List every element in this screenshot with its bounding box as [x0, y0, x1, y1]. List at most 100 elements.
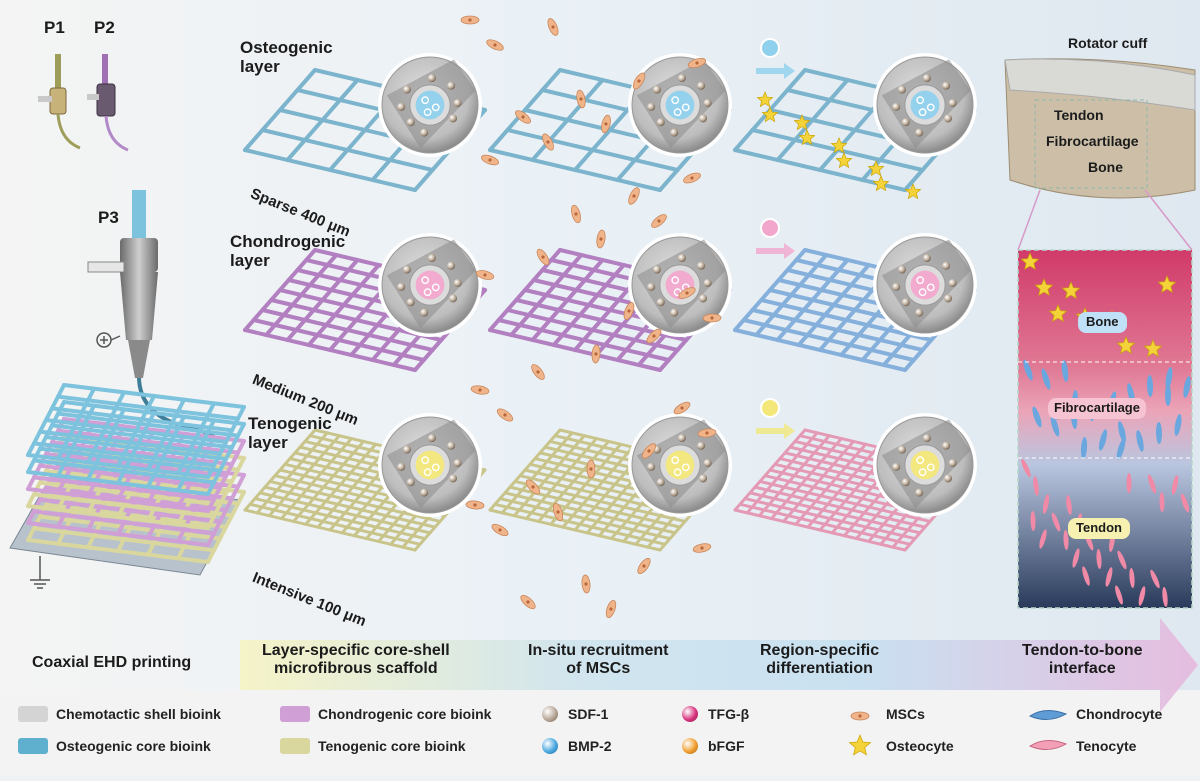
msc-cell-icon — [571, 204, 581, 224]
legend-chondrogenic-core: Chondrogenic core bioink — [280, 706, 491, 722]
msc-cell-icon — [596, 229, 606, 249]
chondrocyte-icon — [1165, 384, 1171, 406]
chondrocyte-icon — [1061, 360, 1069, 382]
printhead-p2 — [87, 54, 129, 152]
chondrocyte-icon — [1146, 375, 1154, 397]
msc-cell-icon — [678, 287, 696, 299]
p1-label: P1 — [44, 18, 65, 37]
legend-osteocyte: Osteocyte — [886, 738, 954, 754]
tenocyte-icon — [1138, 586, 1146, 606]
msc-cell-icon — [547, 18, 559, 36]
msc-cell-icon — [628, 187, 640, 205]
osteocyte-icon — [1048, 304, 1068, 323]
osteogenic-core-swatch — [18, 738, 48, 754]
tenocyte-icon — [1051, 512, 1061, 532]
chemotactic-shell-swatch — [18, 706, 48, 722]
msc-cell-icon — [623, 302, 635, 320]
tenogenic-layer-label: Tenogenic layer — [248, 414, 332, 453]
msc-cell-icon — [697, 428, 717, 438]
osteocyte-icon — [835, 152, 853, 169]
msc-cell-icon — [542, 133, 554, 151]
osteocyte-icon — [848, 734, 872, 756]
osteocyte-icon — [756, 91, 774, 108]
magnified-fiber-loupe — [873, 413, 977, 517]
msc-cell-icon — [673, 401, 691, 415]
legend-tgf-beta: TFG-β — [682, 706, 749, 722]
msc-cell-icon — [536, 248, 550, 266]
chondrocyte-icon — [1165, 367, 1173, 389]
tenocyte-icon — [1096, 549, 1102, 569]
msc-cell-icon — [552, 502, 564, 522]
printhead-p1 — [38, 54, 81, 150]
tenocyte-icon — [1159, 492, 1165, 512]
msc-cell-icon — [496, 408, 514, 422]
tgf-beta-icon — [682, 706, 698, 722]
msc-cell-icon — [637, 557, 651, 575]
chondrocyte-icon — [1041, 368, 1051, 390]
osteocyte-icon — [1061, 281, 1081, 300]
msc-cell-icon — [531, 364, 545, 380]
chondrocyte-icon — [1155, 422, 1163, 444]
tenocyte-icon — [1150, 569, 1160, 589]
legend-bmp2: BMP-2 — [542, 738, 612, 754]
chondrocyte-icon — [1028, 710, 1068, 720]
osteocyte-icon — [867, 160, 885, 177]
tenocyte-icon — [1180, 493, 1190, 513]
bmp2-icon — [542, 738, 558, 754]
anatomy-fibrocartilage-label: Fibrocartilage — [1046, 133, 1139, 149]
printed-layer — [26, 383, 246, 479]
osteocyte-icon — [872, 175, 890, 192]
msc-cell-icon — [641, 443, 657, 459]
tenocyte-icon — [1066, 495, 1072, 515]
chondrocyte-icon — [1136, 430, 1144, 452]
msc-cell-icon — [632, 72, 646, 90]
osteocyte-icon — [830, 137, 848, 154]
p3-label: P3 — [98, 208, 119, 227]
stage-interface: Tendon-to-bone interface — [1022, 642, 1143, 677]
tenocyte-icon — [1147, 474, 1157, 494]
tenocyte-icon — [1162, 587, 1168, 607]
msc-cell-icon — [470, 385, 490, 395]
osteocyte-icon — [1034, 278, 1054, 297]
chondrocyte-icon — [1098, 429, 1108, 451]
msc-cell-icon — [683, 172, 701, 184]
released-factor-icon — [760, 218, 780, 238]
msc-cell-icon — [491, 523, 509, 537]
anatomy-tendon-label: Tendon — [1054, 107, 1104, 123]
histology-bone-label: Bone — [1078, 312, 1127, 333]
release-arrow — [756, 243, 795, 259]
released-factor-icon — [760, 38, 780, 58]
msc-cell-icon — [850, 711, 870, 721]
msc-cell-icon — [646, 328, 662, 344]
tenocyte-icon — [1126, 473, 1132, 493]
msc-cell-icon — [581, 574, 591, 594]
msc-cell-icon — [586, 459, 596, 479]
rotator-cuff-title: Rotator cuff — [1068, 35, 1148, 51]
msc-cell-icon — [525, 479, 541, 495]
tenocyte-icon — [1171, 475, 1179, 495]
interface-histology-panel — [1017, 249, 1193, 609]
sdf1-icon — [542, 706, 558, 722]
histology-tendon-label: Tendon — [1068, 518, 1130, 539]
process-arrow — [240, 618, 1198, 712]
osteocyte-icon — [1116, 336, 1136, 355]
tenocyte-icon — [1030, 511, 1036, 531]
chondrocyte-icon — [1032, 406, 1042, 428]
printheads — [9, 54, 246, 589]
osteogenic-layer-label: Osteogenic layer — [240, 38, 333, 77]
printed-scaffold-stack — [9, 383, 246, 589]
legend-osteogenic-core: Osteogenic core bioink — [18, 738, 211, 754]
magnified-fiber-loupe — [873, 53, 977, 157]
tenocyte-icon — [1039, 529, 1047, 549]
release-arrow — [756, 63, 795, 79]
legend-tenocyte: Tenocyte — [1076, 738, 1137, 754]
msc-cell-icon — [605, 599, 617, 619]
magnified-fiber-loupe — [628, 53, 732, 157]
osteocyte-icon — [1020, 252, 1040, 271]
tenocyte-icon — [1117, 550, 1127, 570]
tenocyte-icon — [1115, 585, 1123, 605]
msc-cell-icon — [702, 313, 722, 323]
anatomy-bone-label: Bone — [1088, 159, 1123, 175]
rotator-cuff-anatomy — [1004, 58, 1196, 251]
